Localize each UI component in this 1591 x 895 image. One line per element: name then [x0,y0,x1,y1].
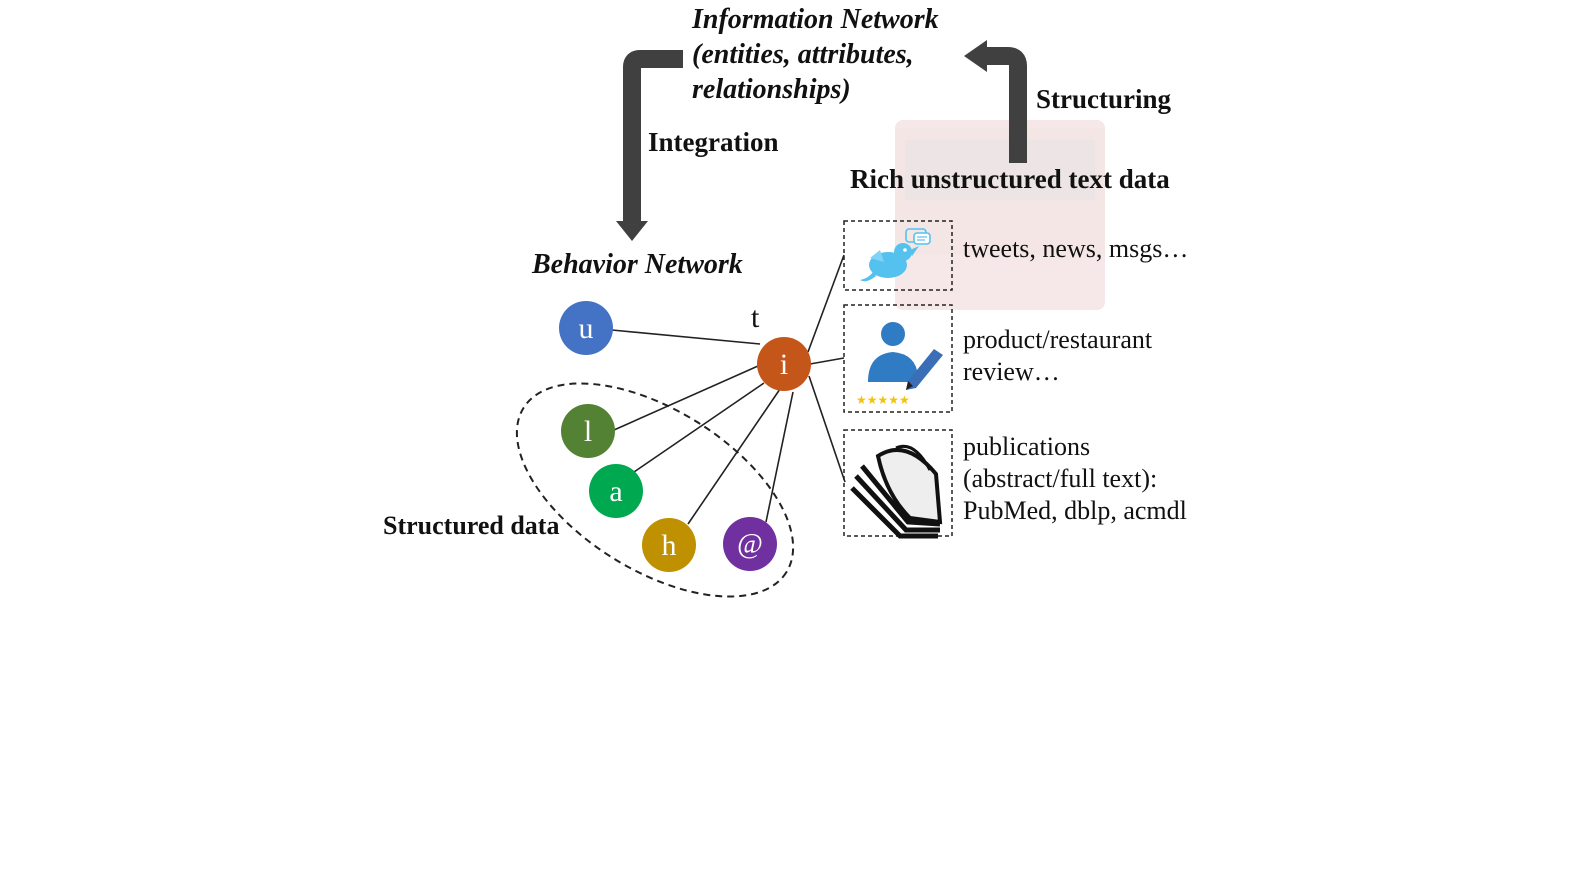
network-edges [611,254,846,525]
rich-unstructured-text-label: Rich unstructured text data [850,164,1170,194]
info-network-line-3: relationships) [692,74,851,105]
edge-i-pubs [808,375,846,483]
info-network-line-1: Information Network [692,4,939,35]
structuring-arrow [985,47,1027,163]
node-h-letter: h [662,529,677,562]
node-h: h [642,518,696,572]
node-i: i [757,337,811,391]
source-publications-line-1: publications [963,432,1091,461]
node-l: l [561,404,615,458]
faded-background-image [895,120,1105,310]
edge-h-i [687,388,781,525]
node-u: u [559,301,613,355]
source-review-line-1: product/restaurant [963,325,1153,354]
node-at-letter: @ [737,529,763,560]
structuring-arrowhead [964,40,987,72]
source-review-text: product/restaurant review… [963,324,1152,388]
source-tweets-text: tweets, news, msgs… [963,233,1188,265]
structuring-label: Structuring [1036,84,1171,114]
reviewer-pencil-stars-icon: ★★★★★ [856,322,943,407]
edge-i-review [809,357,845,365]
node-at: @ [723,517,777,571]
source-publications-line-2: (abstract/full text): [963,464,1158,493]
source-tweets-line-1: tweets, news, msgs… [963,234,1189,263]
structured-data-ellipse [515,382,795,598]
integration-arrow [623,50,683,222]
edge-l-i [613,365,759,431]
hub-node-label: t [751,301,760,334]
twitter-bird-icon [860,228,931,282]
node-u-letter: u [579,312,594,345]
source-publications-line-3: PubMed, dblp, acmdl [963,496,1187,525]
node-l-letter: l [584,415,592,448]
edge-i-tweets [807,254,845,353]
behavior-network-title: Behavior Network [532,249,743,280]
information-network-title: Information Network (entities, attribute… [692,2,939,107]
info-network-line-2: (entities, attributes, [692,39,914,70]
source-review-line-2: review… [963,357,1060,386]
source-publications-text: publications (abstract/full text): PubMe… [963,431,1187,527]
structured-data-label: Structured data [383,511,560,540]
review-icon-box [843,304,953,413]
book-pages-icon [850,444,943,539]
edge-u-i [611,329,761,345]
integration-arrowhead [616,221,648,241]
edge-at-i [765,391,794,523]
node-i-letter: i [780,348,788,381]
twitter-icon-box [843,220,953,291]
edge-a-i [633,382,765,473]
integration-label: Integration [648,127,779,157]
svg-text:★★★★★: ★★★★★ [856,393,910,407]
node-a-letter: a [609,475,622,508]
node-a: a [589,464,643,518]
